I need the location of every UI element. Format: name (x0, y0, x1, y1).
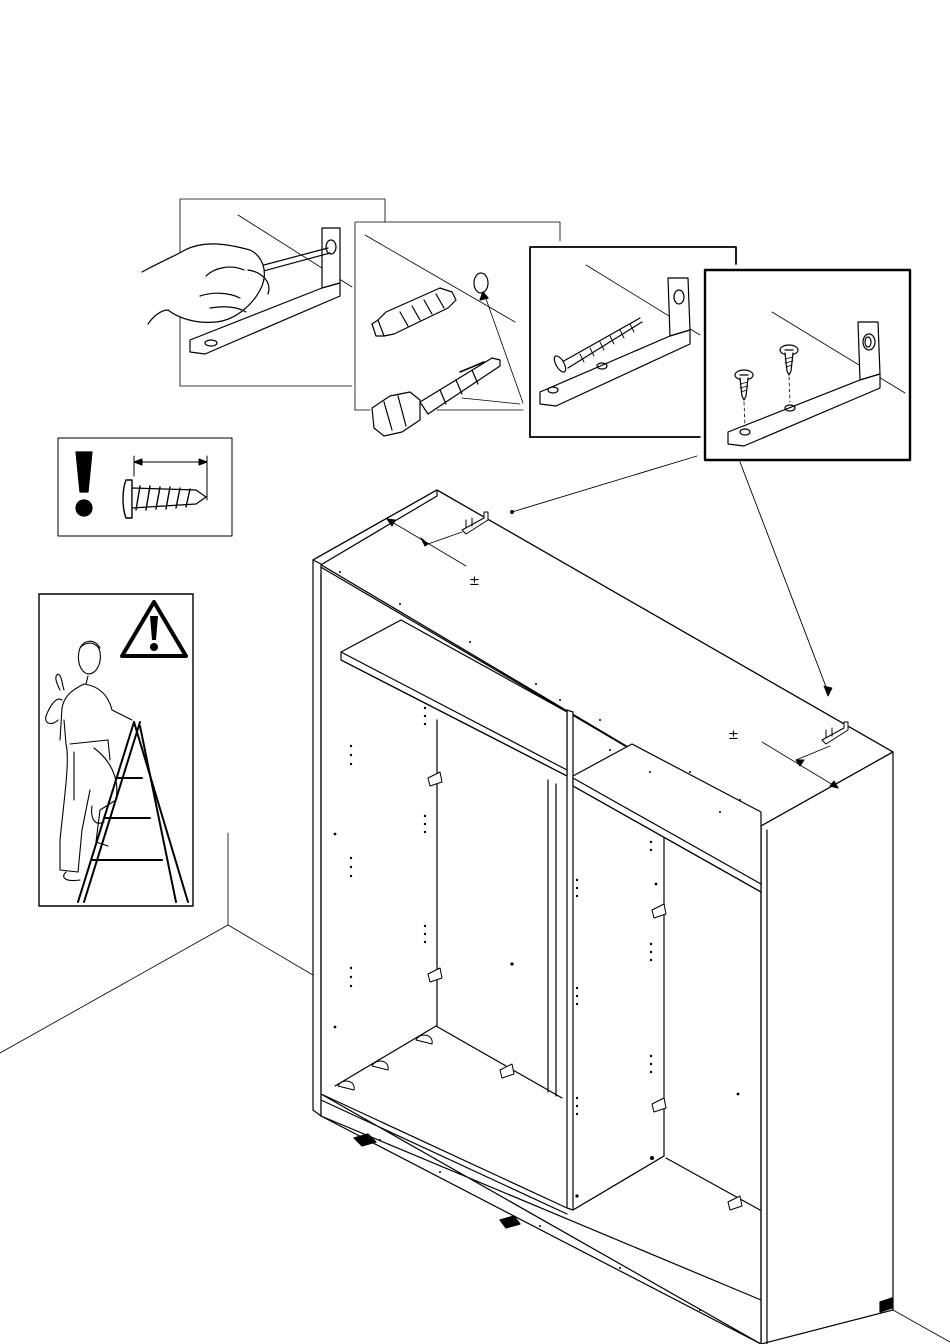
wardrobe-carcass (313, 490, 893, 1344)
middle-partition (567, 710, 573, 1210)
tolerance-label-right: ± (728, 728, 739, 743)
plinth (321, 1094, 761, 1344)
ladder-safety-warning (39, 594, 193, 906)
step-screw-into-wardrobe (705, 270, 910, 460)
screw-length-notice (58, 438, 232, 536)
tolerance-label-left: ± (469, 574, 480, 589)
left-side-panel (313, 560, 321, 1116)
bracket-icon-2 (540, 278, 690, 406)
step-mark-hole (142, 199, 385, 386)
right-side-panel (761, 752, 893, 1344)
exclamation-icon (76, 452, 92, 516)
screw-icon (123, 480, 206, 518)
warning-triangle-icon (122, 602, 186, 656)
drill-hole-icon (474, 273, 488, 293)
wall-plug-icon (372, 288, 456, 336)
person-on-ladder-icon (46, 641, 132, 880)
screw-plug-icon (372, 358, 500, 436)
